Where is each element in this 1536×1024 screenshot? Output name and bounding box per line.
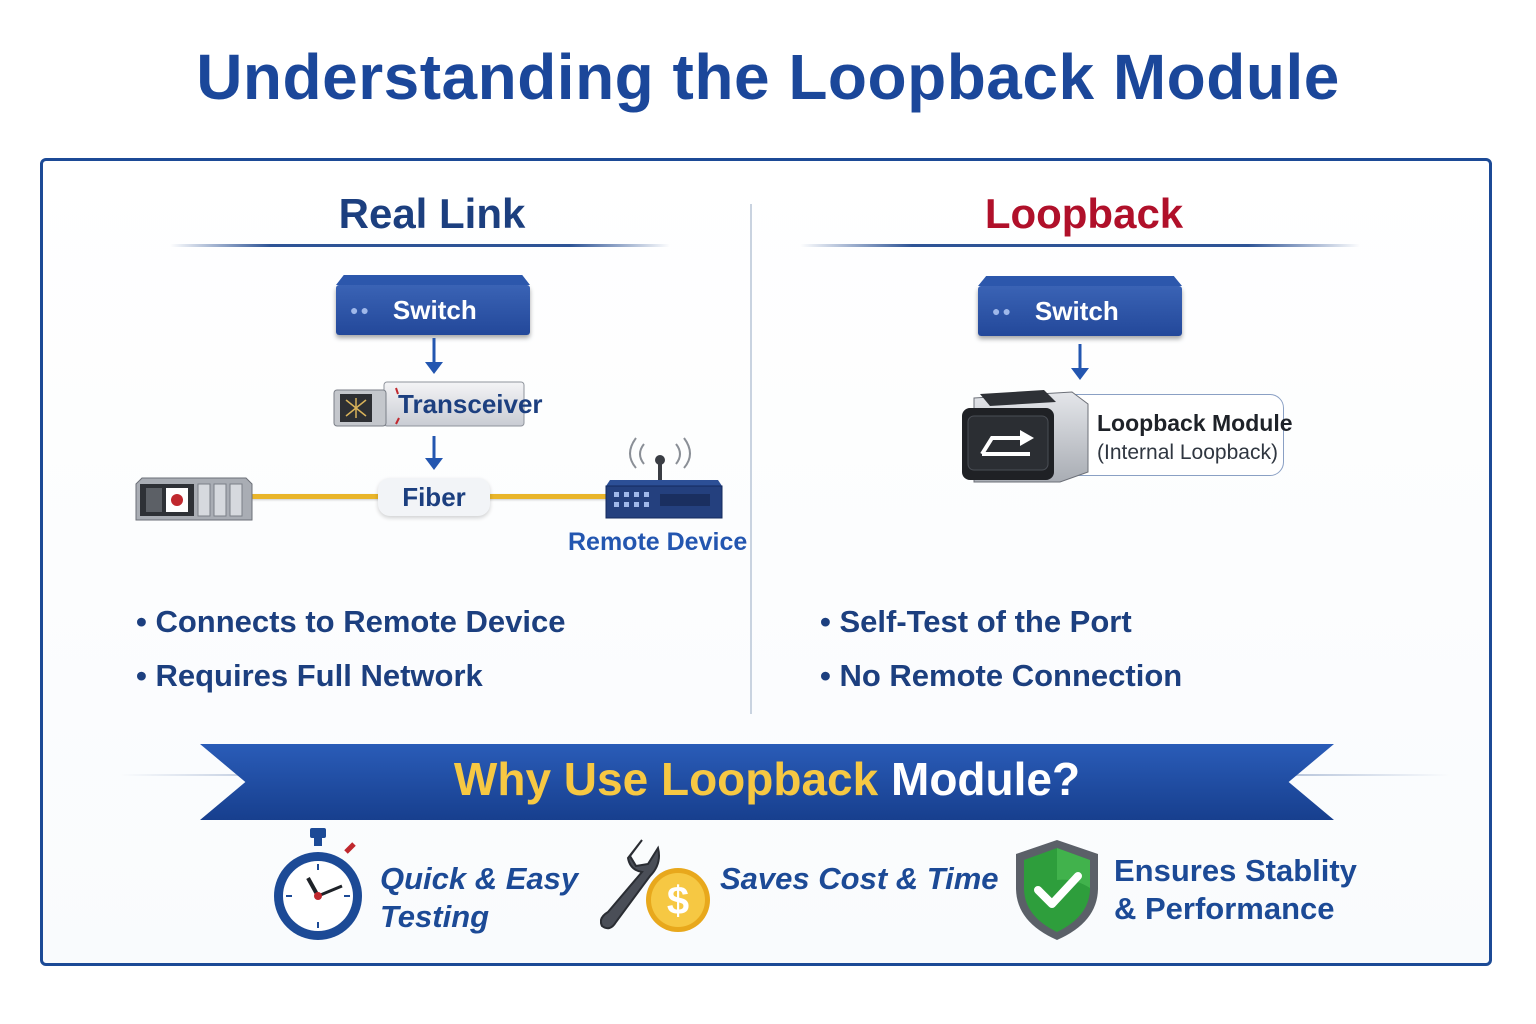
loopback-underline (800, 244, 1360, 247)
feature-line: Quick & Easy (380, 861, 579, 896)
wrench-dollar-icon: $ (600, 839, 710, 932)
arrow-down-icon (425, 338, 443, 374)
led-icon: ●● (992, 303, 1013, 319)
shield-check-icon (1016, 840, 1098, 940)
bullet-dot: • (136, 604, 156, 639)
loopback-heading: Loopback (984, 190, 1184, 237)
bullet-text: Connects to Remote Device (155, 604, 566, 639)
banner-highlight: Why Use Loopback (453, 753, 879, 805)
stopwatch-icon (274, 828, 362, 940)
banner-title: Why Use Loopback Module? (200, 752, 1334, 806)
feature-line: Testing (380, 899, 490, 934)
real-link-heading: Real Link (338, 190, 526, 237)
feature-saves-cost: Saves Cost & Time (720, 860, 999, 898)
loopback-module-label: Loopback Module (1097, 410, 1293, 436)
remote-device-icon (605, 437, 723, 519)
transceiver-icon (333, 381, 525, 427)
right-bullet-1: • Self-Test of the Port (820, 604, 1132, 640)
content-frame (40, 158, 1492, 966)
real-link-underline (170, 244, 670, 247)
feature-stability: Ensures Stablity & Performance (1114, 852, 1357, 928)
left-bullet-1: • Connects to Remote Device (136, 604, 565, 640)
right-bullet-2: • No Remote Connection (820, 658, 1182, 694)
left-switch-label: Switch (392, 294, 477, 325)
banner-rest: Module? (891, 753, 1081, 805)
bullet-dot: • (136, 658, 156, 693)
why-use-banner (200, 744, 1334, 820)
bullet-dot: • (820, 658, 840, 693)
feature-line: Saves Cost & Time (720, 861, 999, 896)
right-switch: ●● Switch (978, 276, 1182, 336)
transceiver-label: Transceiver (398, 389, 543, 419)
arrow-down-icon (425, 436, 443, 470)
remote-device-label: Remote Device (568, 528, 748, 556)
left-switch: ●● Switch (336, 275, 530, 335)
bullet-text: Self-Test of the Port (839, 604, 1132, 639)
bullet-text: Requires Full Network (155, 658, 483, 693)
fiber-label: Fiber (378, 478, 490, 516)
page-title: Understanding the Loopback Module (196, 41, 1340, 113)
loopback-module-sublabel: (Internal Loopback) (1097, 441, 1278, 464)
left-bullet-2: • Requires Full Network (136, 658, 483, 694)
bullet-text: No Remote Connection (839, 658, 1183, 693)
network-switch-hardware-icon (135, 477, 253, 521)
feature-line: Ensures Stablity (1114, 853, 1357, 888)
led-icon: ●● (350, 302, 371, 318)
feature-line: & Performance (1114, 891, 1335, 926)
right-switch-label: Switch (1034, 295, 1119, 326)
bullet-dot: • (820, 604, 840, 639)
column-divider (750, 204, 752, 714)
loopback-module-icon (962, 390, 1089, 483)
arrow-down-icon (1071, 344, 1089, 380)
svg-text:$: $ (667, 879, 689, 923)
feature-quick-testing: Quick & Easy Testing (380, 860, 578, 936)
transceiver: Transceiver (332, 380, 543, 430)
